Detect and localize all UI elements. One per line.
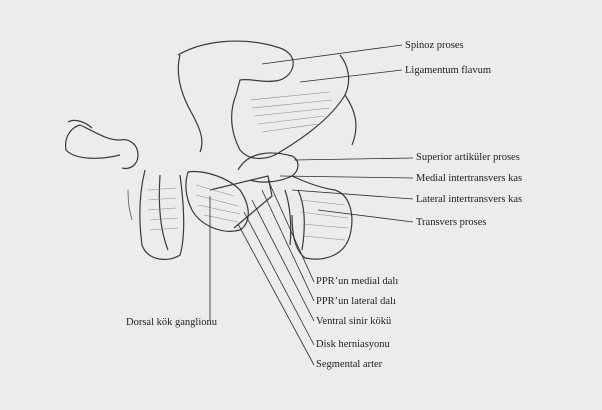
dorsal-root-ganglion-drawing (186, 172, 248, 232)
label-spinoz-proses: Spinoz proses (405, 40, 464, 52)
left-facet-drawing (120, 140, 138, 169)
spinous-process-drawing (178, 41, 293, 95)
label-ppr-lateral-dali: PPR’un lateral dalı (316, 296, 396, 308)
label-transvers-proses: Transvers proses (416, 217, 487, 229)
label-lateral-intertransvers-kas: Lateral intertransvers kas (416, 194, 522, 206)
label-disk-herniasyonu: Disk herniasyonu (316, 339, 390, 351)
label-dorsal-kok-ganglionu: Dorsal kök ganglionu (126, 317, 217, 329)
label-ppr-medial-dali: PPR’un medial dalı (316, 276, 398, 288)
ligamentum-flavum-drawing (232, 55, 349, 159)
label-ventral-sinir-koku: Ventral sinir kökü (316, 316, 391, 328)
label-superior-artikuler-proses: Superior artiküler proses (416, 152, 520, 164)
label-medial-intertransvers-kas: Medial intertransvers kas (416, 173, 522, 185)
label-segmental-arter: Segmental arter (316, 359, 382, 371)
label-ligamentum-flavum: Ligamentum flavum (405, 65, 491, 77)
